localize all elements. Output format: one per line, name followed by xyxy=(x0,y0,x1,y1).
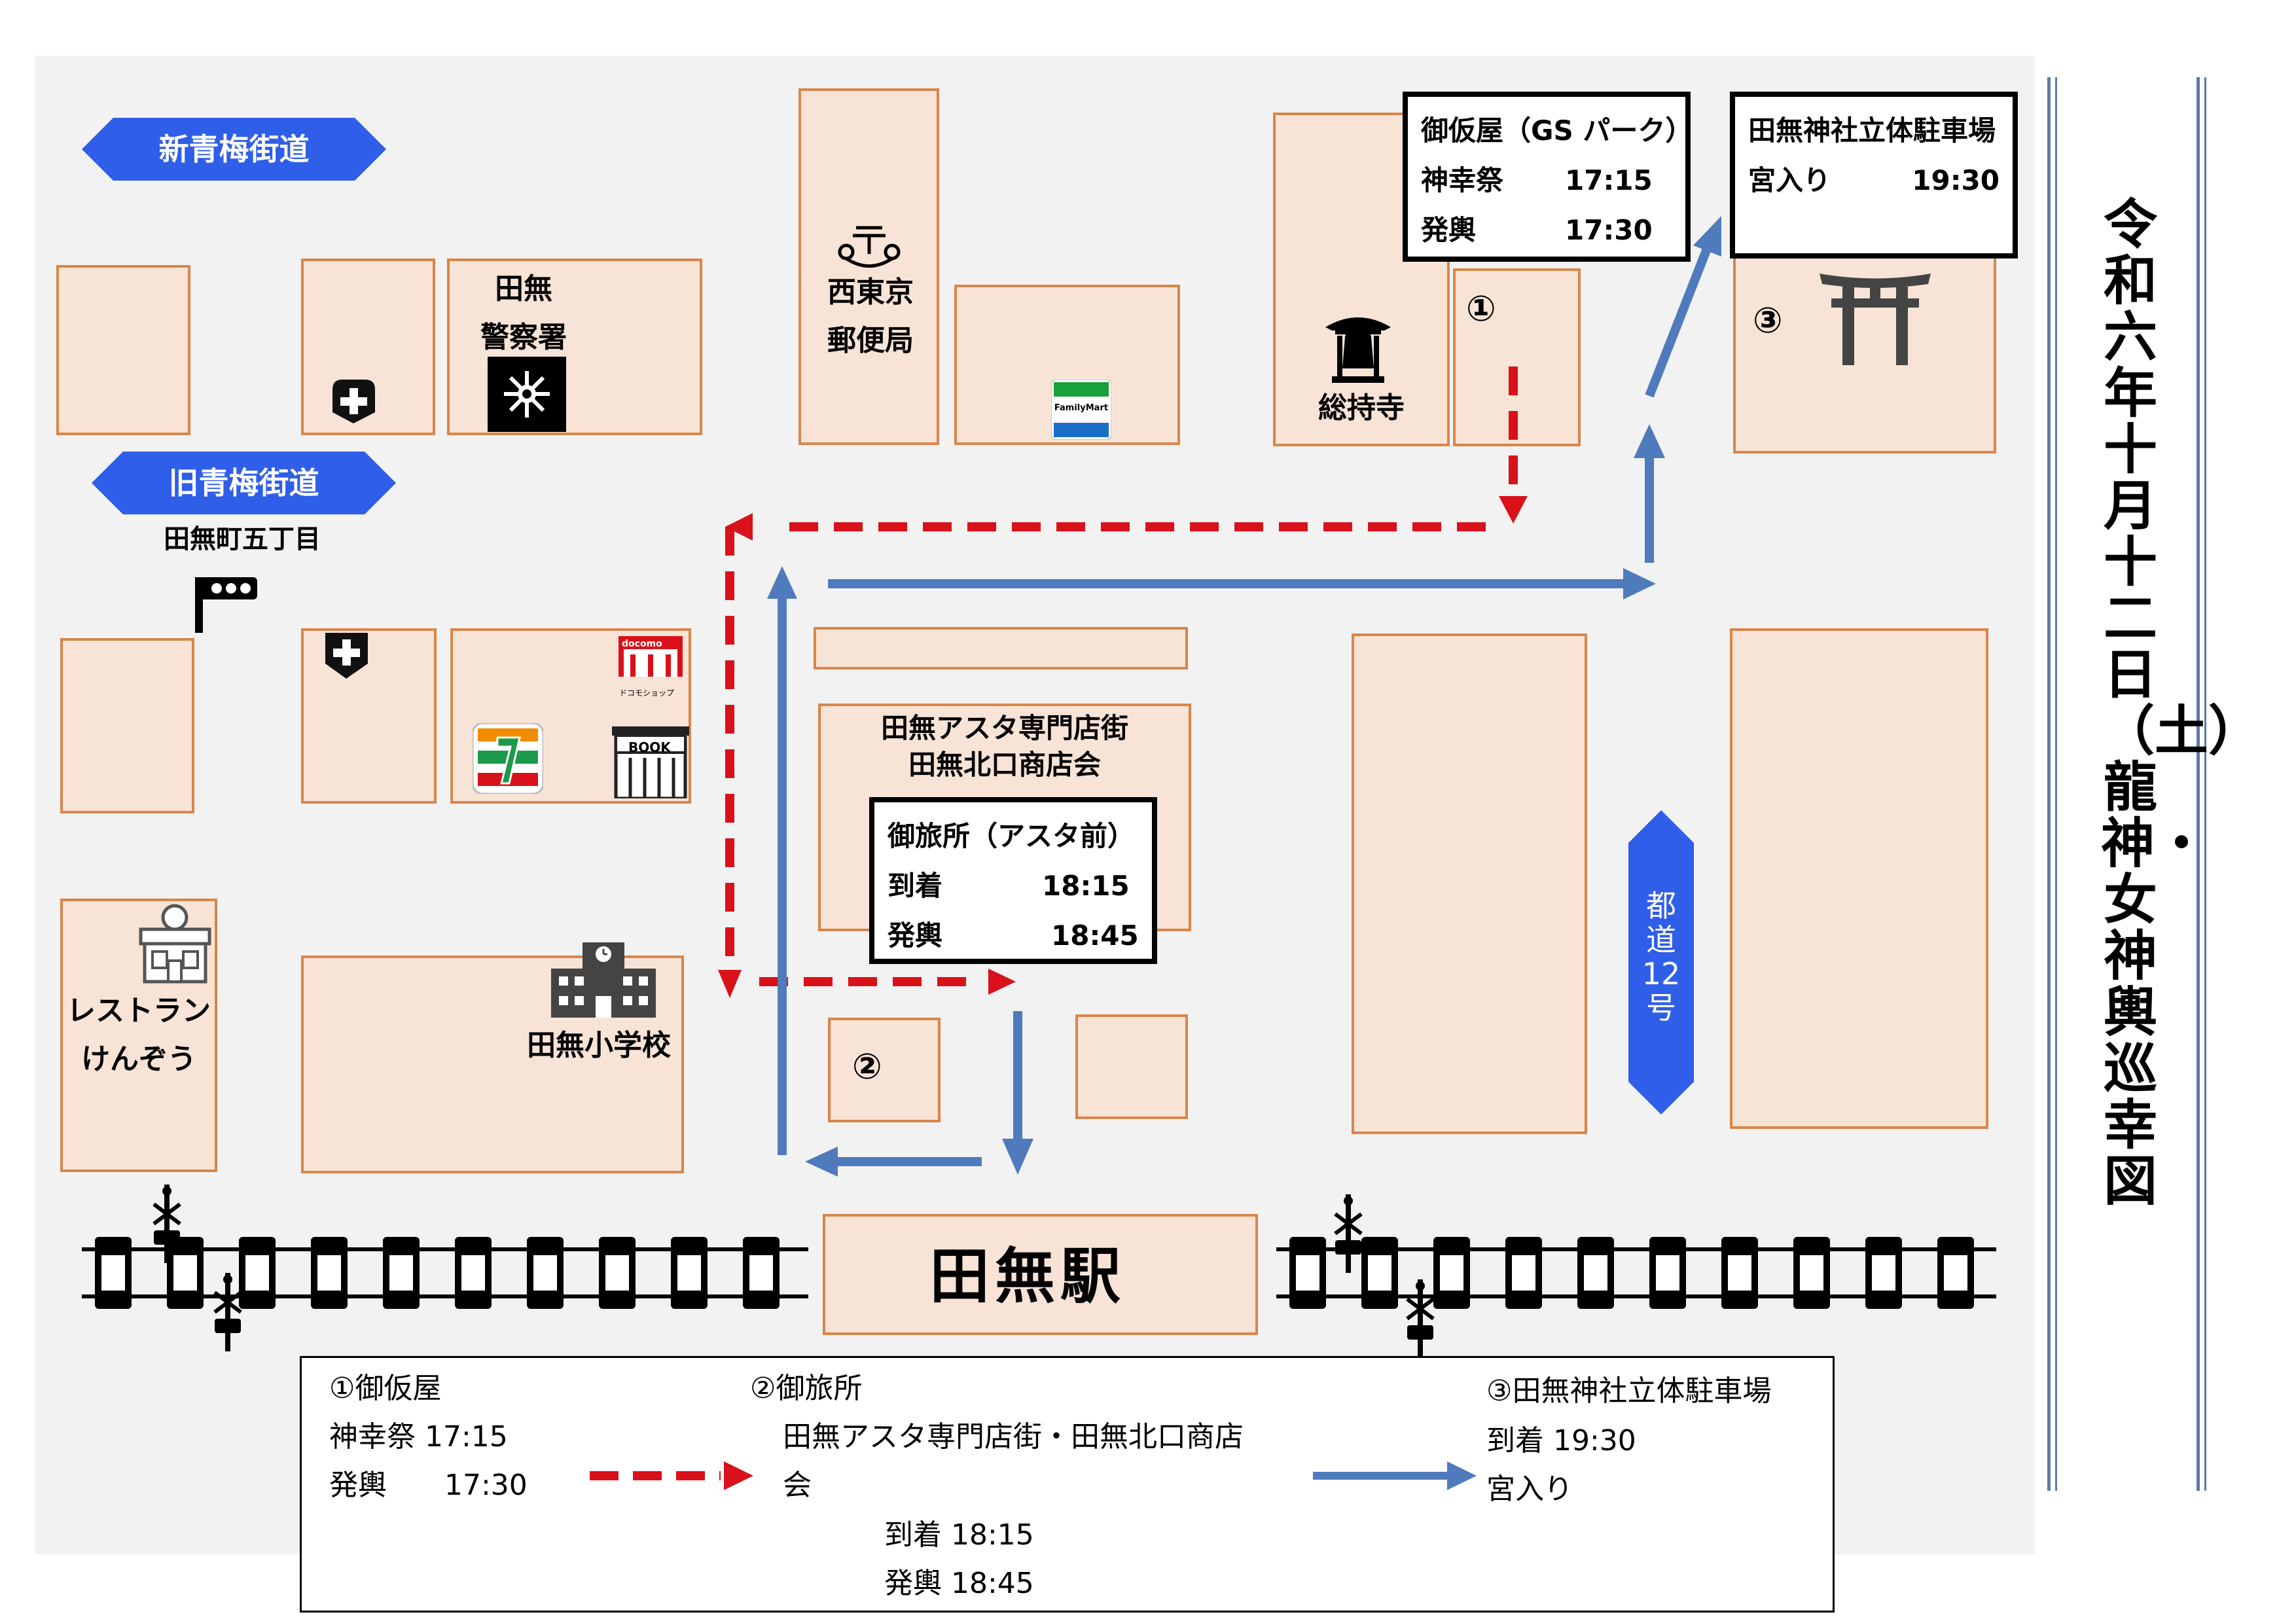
road-sign-kyu-ome: 旧青梅街道 xyxy=(92,452,396,514)
railroad-crossing-icon xyxy=(213,1273,242,1351)
post-office-label: 西東京 郵便局 xyxy=(827,276,914,357)
title-rule-right xyxy=(2197,77,2200,1491)
road-sign-arrow-shape xyxy=(92,452,396,514)
legend-box: ①御仮屋 神幸祭 17:15 発輿 17:30 ②御旅所 田無アスタ専門店街・田… xyxy=(300,1356,1835,1613)
station-label: 田無駅 xyxy=(929,1241,1126,1311)
legend-otabisho-line-2: 会 xyxy=(783,1469,812,1502)
block-otabisho xyxy=(828,1018,941,1122)
torii-icon xyxy=(1820,274,1931,365)
otabisho-row-2-label: 発輿 xyxy=(888,919,943,952)
route-blue xyxy=(778,243,1713,1166)
school-label: 田無小学校 xyxy=(527,1029,671,1062)
legend-shrine-title: ③田無神社立体駐車場 xyxy=(1486,1374,1772,1408)
block-hospital-south xyxy=(301,628,437,804)
block-familymart xyxy=(954,285,1180,445)
temple-bell-icon xyxy=(1325,317,1391,383)
block xyxy=(1730,628,1988,1129)
title-rule-left xyxy=(2047,77,2051,1491)
hospital-icon xyxy=(332,380,375,423)
asta-label: 田無アスタ専門店街 田無北口商店会 xyxy=(880,712,1128,781)
block xyxy=(60,638,194,813)
kariya-row-2: 発輿 17:30 xyxy=(1421,205,1672,255)
docomo-text: docomo xyxy=(622,639,662,649)
marker-2: ② xyxy=(852,1046,882,1087)
bookstore-text: BOOK xyxy=(628,740,671,755)
otabisho-row-2: 発輿 18:45 xyxy=(888,911,1139,961)
otabisho-row-1-time: 18:15 xyxy=(1042,870,1130,902)
road-sign-arrow-shape xyxy=(82,118,386,181)
route-blue-arrowheads xyxy=(767,216,1721,1177)
police-label: 田無 警察署 xyxy=(480,272,567,354)
title-rule-left-2 xyxy=(2055,77,2057,1491)
legend-red-route-arrow xyxy=(590,1461,753,1490)
kariya-row-1-label: 神幸祭 xyxy=(1421,164,1504,196)
legend-kariya-title: ①御仮屋 xyxy=(329,1372,442,1405)
shrine-row-1: 宮入り 19:30 xyxy=(1748,156,2000,205)
legend-kariya-line-1: 神幸祭 17:15 xyxy=(329,1420,508,1454)
shrine-row-1-label: 宮入り xyxy=(1748,164,1831,196)
seven-eleven-icon xyxy=(473,723,543,794)
docomo-shop-text: ドコモショップ xyxy=(619,688,675,698)
hospital-icon xyxy=(325,633,368,679)
shrine-row-1-time: 19:30 xyxy=(1912,164,2000,196)
block xyxy=(56,265,190,435)
traffic-signal-icon xyxy=(195,577,257,633)
legend-kariya-line-2: 発輿 17:30 xyxy=(329,1469,528,1502)
route-red-arrowheads xyxy=(718,496,1528,998)
kariya-row-2-label: 発輿 xyxy=(1421,214,1477,246)
temple-label: 総持寺 xyxy=(1318,391,1405,425)
kariya-row-2-time: 17:30 xyxy=(1565,214,1653,246)
legend-otabisho-line-4: 発輿 18:45 xyxy=(884,1567,1034,1600)
railroad-track-icon xyxy=(1276,1237,1996,1309)
docomo-icon xyxy=(619,636,683,677)
post-office-icon xyxy=(838,226,901,268)
railroad-crossing-icon xyxy=(1334,1194,1363,1273)
kariya-row-1: 神幸祭 17:15 xyxy=(1421,156,1672,205)
kariya-row-1-time: 17:15 xyxy=(1565,164,1653,196)
legend-otabisho-line-3: 到着 18:15 xyxy=(884,1518,1034,1552)
block-strip xyxy=(814,627,1188,669)
familymart-text: FamilyMart xyxy=(1054,403,1109,413)
railroad-crossing-icon xyxy=(1406,1279,1435,1358)
legend-blue-route-arrow xyxy=(1313,1461,1477,1490)
route-red-dashed xyxy=(725,366,1518,986)
bookstore-icon xyxy=(612,726,689,798)
shrine-title: 田無神社立体駐車場 xyxy=(1748,115,1996,147)
legend-shrine-line-1: 到着 19:30 xyxy=(1486,1424,1636,1457)
legend-shrine-line-2: 宮入り xyxy=(1486,1472,1573,1506)
otabisho-info-box: 御旅所（アスタ前） 到着 18:15 発輿 18:45 xyxy=(869,797,1157,964)
school-icon xyxy=(551,942,656,1018)
road-name-kyu-ome: 旧青梅街道 xyxy=(168,465,319,501)
otabisho-row-1-label: 到着 xyxy=(888,870,943,902)
marker-3: ③ xyxy=(1753,300,1783,341)
block xyxy=(1352,633,1587,1134)
crossing-label: 田無町五丁目 xyxy=(164,524,321,554)
railroad-track-icon xyxy=(82,1237,808,1309)
familymart-icon xyxy=(1051,380,1111,440)
otabisho-row-1: 到着 18:15 xyxy=(888,861,1139,911)
kariya-title: 御仮屋（GS パーク） xyxy=(1421,115,1693,147)
marker-1: ① xyxy=(1466,288,1496,329)
legend-otabisho-title: ②御旅所 xyxy=(750,1372,863,1405)
restaurant-label: レストラン けんぞう xyxy=(67,994,211,1076)
otabisho-title: 御旅所（アスタ前） xyxy=(888,820,1136,852)
railroad-crossing-icon xyxy=(152,1185,181,1263)
kariya-info-box: 御仮屋（GS パーク） 神幸祭 17:15 発輿 17:30 xyxy=(1403,92,1693,262)
block xyxy=(1075,1014,1188,1119)
road-name-shin-ome: 新青梅街道 xyxy=(158,132,310,167)
road-sign-shin-ome: 新青梅街道 xyxy=(82,118,386,181)
station-building xyxy=(823,1214,1258,1335)
otabisho-row-2-time: 18:45 xyxy=(1051,919,1139,952)
title-rule-right-2 xyxy=(2204,77,2206,1491)
page-title: 令和六年十月十二日（土）龍神・女神輿巡幸図 xyxy=(2101,193,2263,1213)
road-name-tomin: 都道12号 xyxy=(1641,888,1681,1026)
road-sign-tomin: 都道12号 xyxy=(1628,810,1694,1115)
road-sign-arrow-shape xyxy=(1628,810,1694,1115)
police-emblem-icon xyxy=(488,357,566,432)
shrine-info-box: 田無神社立体駐車場 宮入り 19:30 xyxy=(1730,92,2018,259)
restaurant-icon xyxy=(139,904,211,984)
legend-otabisho-line-1: 田無アスタ専門店街・田無北口商店 xyxy=(783,1420,1244,1454)
